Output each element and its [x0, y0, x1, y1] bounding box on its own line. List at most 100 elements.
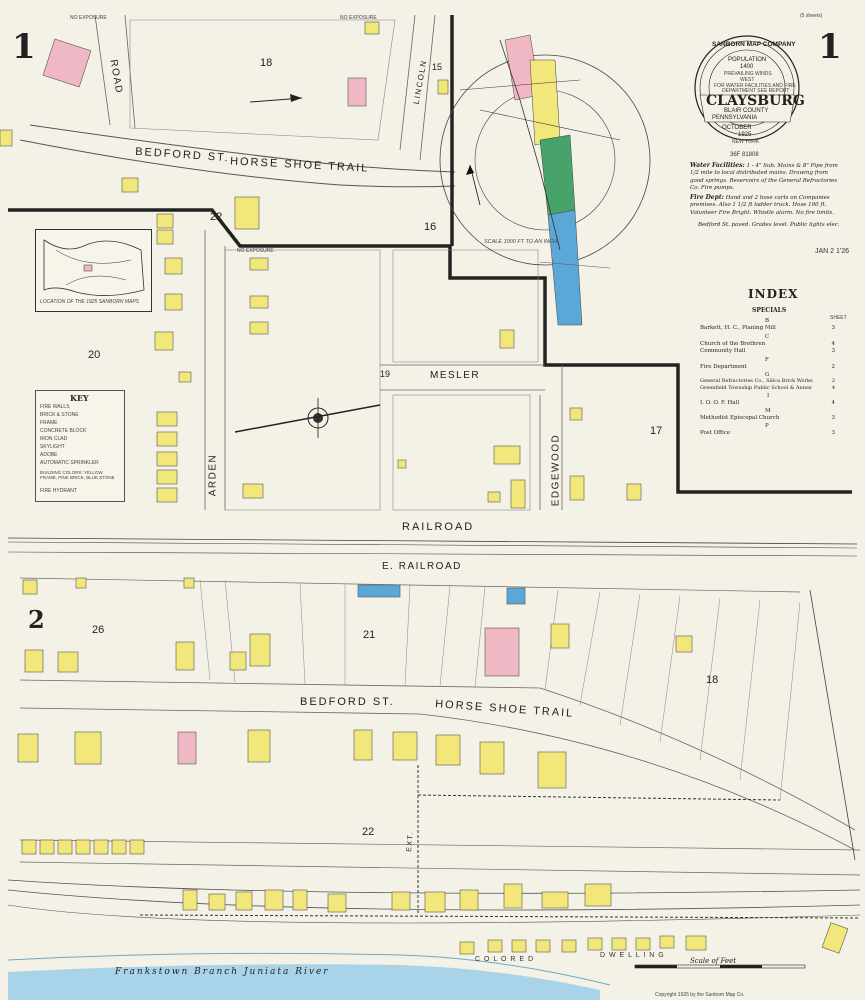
seal-population-value: 1400	[740, 64, 754, 70]
water-heading: Water Facilities:	[690, 162, 745, 169]
index-row-fire-department: Fire Department 2	[700, 364, 835, 370]
copyright: Copyright 1925 by the Sanborn Map Co.	[655, 992, 745, 998]
index-row-methodist-church: Methodist Episcopal Church 3	[700, 415, 835, 421]
location-inset: LOCATION OF THE 1925 SANBORN MAPS	[35, 229, 152, 312]
index-row-general-refractories: General Refractories Co., Silica Brick W…	[700, 378, 835, 384]
index-letter-p: P	[765, 423, 769, 429]
water-text: 1 - 4" Sub. Mains & 8" Pipe from 1/2 mil…	[690, 163, 838, 192]
catalog-number: 36F 81808	[730, 152, 759, 158]
street-e-railroad: E. RAILROAD	[382, 561, 462, 572]
scale-of-feet-label: Scale of Feet	[690, 957, 737, 965]
index-letter-b: B	[765, 318, 770, 324]
street-edgewood: EDGEWOOD	[550, 433, 562, 507]
block-19: 19	[380, 369, 391, 379]
seal-company: SANBORN MAP COMPANY	[712, 41, 796, 48]
inset-map-drawing	[43, 239, 145, 296]
river-label: Frankstown Branch Juniata River	[115, 967, 330, 977]
seal-prevailing-winds: PREVAILING WINDS	[724, 71, 772, 77]
index-row-name: General Refractories Co., Silica Brick W…	[700, 378, 813, 384]
index-row-name: Fire Department	[700, 364, 747, 370]
index-row-post-office: Post Office 3	[700, 430, 835, 436]
seal-month: OCTOBER	[722, 125, 752, 131]
sheet-number-top-right: 1	[818, 27, 842, 67]
sheet-number-lower-left: 2	[28, 605, 45, 634]
index-row-sheet: 3	[831, 325, 836, 331]
block-22-bottom: 22	[362, 826, 375, 838]
street-bedford-bottom: BEDFORD ST.	[300, 696, 395, 708]
index-row-greenfield-school: Greenfield Township Public School & Anne…	[700, 385, 835, 391]
index-title: INDEX	[748, 287, 799, 301]
key-line: IRON CLAD	[40, 436, 68, 442]
seal-population-label: POPULATION	[728, 57, 767, 63]
key-line: ADOBE	[40, 452, 58, 458]
index-row-sheet: 3	[831, 415, 836, 421]
key-line: BRICK & STONE	[40, 412, 79, 418]
key-line: SKYLIGHT	[40, 444, 65, 450]
seal-state: PENNSYLVANIA	[712, 115, 758, 121]
key-line: AUTOMATIC SPRINKLER	[40, 460, 99, 466]
sheet-number-top-left: 1	[12, 27, 36, 67]
seal-facilities: FOR WATER FACILITIES AND FIRE	[714, 83, 796, 89]
dwelling-label: D W E L L I N G	[600, 952, 665, 959]
fire-text: Hand and 2 hose carts on Companies premi…	[690, 195, 834, 216]
index-letter-c: C	[765, 334, 770, 340]
no-exposure-label: NO EXPOSURE	[237, 248, 274, 254]
block-16: 16	[424, 221, 437, 233]
index-letter-i: I	[767, 393, 770, 399]
index-row-sheet: 2	[831, 364, 836, 370]
index-row-sheet: 4	[831, 385, 835, 391]
index-row-barkett: Barkett, H. C., Planing Mill 3	[700, 325, 835, 331]
index-row-name: Barkett, H. C., Planing Mill	[700, 325, 776, 331]
index-letter-m: M	[765, 408, 771, 414]
no-exposure-label: NO EXPOSURE	[340, 15, 377, 21]
index-row-church-brethren: Church of the Brethren 4	[700, 341, 835, 347]
street-mesler: MESLER	[430, 370, 481, 381]
block-17: 17	[650, 425, 663, 437]
seal-county: BLAIR COUNTY	[724, 108, 769, 114]
block-18-bottom: 18	[706, 674, 719, 686]
index-subtitle: SPECIALS	[752, 307, 787, 314]
block-21: 21	[363, 629, 376, 641]
index-row-name: Church of the Brethren	[700, 341, 766, 347]
index-sheet-column: SHEET	[830, 315, 847, 321]
block-26: 26	[92, 624, 105, 636]
block-20: 20	[88, 349, 101, 361]
colored-label: C O L O R E D	[475, 956, 535, 963]
key-line: FIRE HYDRANT	[40, 488, 77, 494]
seal-town: CLAYSBURG	[706, 93, 805, 109]
index-row-name: Post Office	[700, 430, 731, 436]
seal-dept-see: DEPARTMENT SEE REPORT	[722, 88, 790, 94]
block-22-top: 22	[210, 211, 223, 223]
index-row-name: Greenfield Township Public School & Anne…	[700, 385, 812, 391]
index-letter-f: F	[765, 357, 769, 363]
no-exposure-label: NO EXPOSURE	[70, 15, 107, 21]
index-row-sheet: 3	[831, 430, 836, 436]
index-row-name: Methodist Episcopal Church	[700, 415, 780, 421]
map-key: KEY FIRE WALLS BRICK & STONE FRAME CONCR…	[35, 390, 125, 502]
key-line: BUILDING COLORS: YELLOW FRAME, PINK BRIC…	[40, 470, 115, 480]
index-row-sheet: 2	[831, 378, 835, 384]
corner-note: (5 sheets)	[800, 13, 823, 19]
key-title: KEY	[70, 393, 89, 403]
street-arden: ARDEN	[207, 453, 219, 497]
fire-dept-note: Fire Dept: Hand and 2 hose carts on Comp…	[690, 194, 840, 217]
street-railroad: RAILROAD	[402, 521, 475, 533]
seal-publisher-city: NEW YORK	[732, 139, 760, 145]
water-facilities-note: Water Facilities: 1 - 4" Sub. Mains & 8"…	[690, 162, 840, 193]
key-map-scale: SCALE 1000 FT TO AN INCH	[484, 239, 558, 245]
fire-heading: Fire Dept:	[690, 194, 724, 201]
date-stamp: JAN 2 1'26	[815, 248, 850, 255]
key-line: FRAME	[40, 420, 58, 426]
seal-year: 1925	[738, 132, 752, 138]
index-row-name: Community Hall	[700, 348, 746, 354]
key-line: CONCRETE BLOCK	[40, 428, 87, 434]
streets-note: Bedford St. paved. Grades level. Public …	[698, 222, 840, 228]
index-row-sheet: 4	[831, 341, 836, 347]
block-15: 15	[432, 62, 443, 72]
index-letter-g: G	[765, 372, 770, 378]
inset-caption: LOCATION OF THE 1925 SANBORN MAPS	[40, 299, 140, 305]
